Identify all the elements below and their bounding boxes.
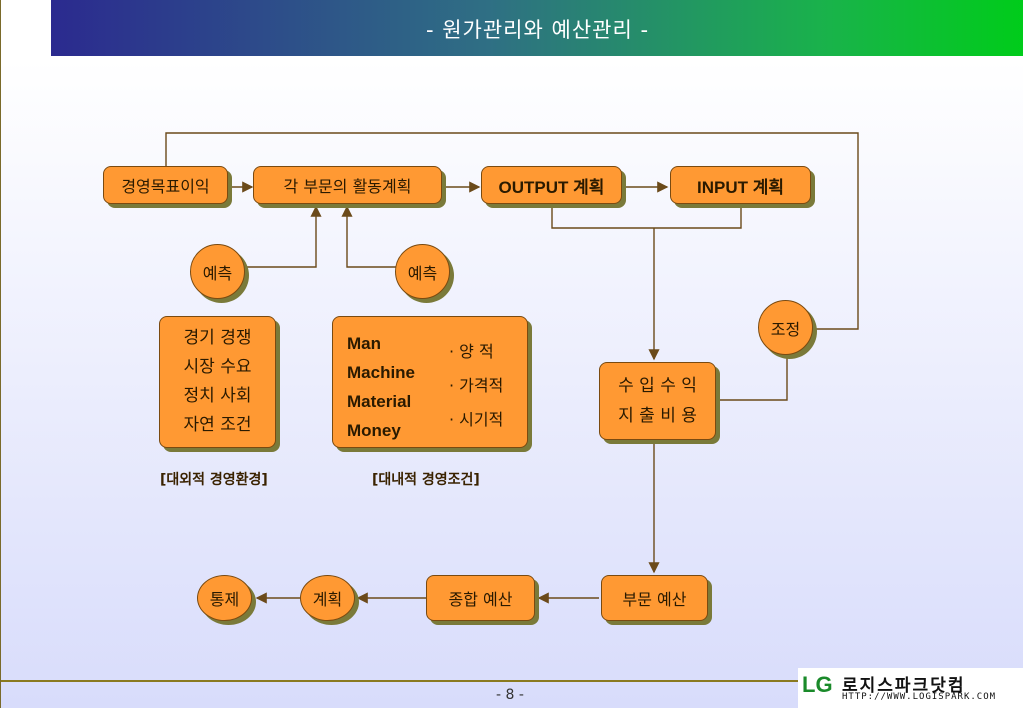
page-number: - 8 - xyxy=(496,687,524,703)
aspect-item: · 가격적 xyxy=(449,376,504,395)
slide-title: - 원가관리와 예산관리 - xyxy=(425,18,650,42)
goal-box: 경영목표이익 xyxy=(103,166,228,204)
resource-item: Man xyxy=(347,334,381,353)
external-factor: 시장 수요 xyxy=(183,357,252,377)
internal-resources-box: Man Machine Material Money · 양 적 · 가격적 ·… xyxy=(332,316,528,448)
activity-plan-box: 각 부문의 활동계획 xyxy=(253,166,442,204)
resource-item: Money xyxy=(347,421,401,440)
adjust-circle: 조정 xyxy=(758,300,813,355)
forecast-circle-1: 예측 xyxy=(190,244,245,299)
resource-list: Man Machine Material Money xyxy=(347,329,415,445)
revenue-cost-box: 수 입 수 익 지 출 비 용 xyxy=(599,362,716,440)
logo-mark: LG xyxy=(802,672,833,697)
logo-url: HTTP://WWW.LOGISPARK.COM xyxy=(842,692,997,702)
dept-budget-box: 부문 예산 xyxy=(601,575,708,621)
aspect-list: · 양 적 · 가격적 · 시기적 xyxy=(449,335,503,437)
aspect-item: · 양 적 xyxy=(449,342,494,361)
logo-name: 로지스파크닷컴 xyxy=(842,676,966,696)
plan-circle: 계획 xyxy=(300,575,355,621)
revenue-line: 수 입 수 익 xyxy=(618,376,697,396)
title-bar: - 원가관리와 예산관리 - xyxy=(51,0,1023,56)
resource-item: Material xyxy=(347,392,412,411)
aspect-item: · 시기적 xyxy=(449,410,504,429)
forecast-circle-2: 예측 xyxy=(395,244,450,299)
control-circle: 통제 xyxy=(197,575,252,621)
output-plan-box: OUTPUT 계획 xyxy=(481,166,622,204)
footer-line xyxy=(1,680,801,682)
caption-external: [대외적 경영환경] xyxy=(160,472,268,488)
cost-line: 지 출 비 용 xyxy=(618,406,697,426)
resource-item: Machine xyxy=(347,363,416,382)
caption-internal: [대내적 경영조건] xyxy=(372,472,480,488)
logo: LG 로지스파크닷컴 HTTP://WWW.LOGISPARK.COM xyxy=(798,668,1023,708)
external-factor: 자연 조건 xyxy=(183,415,252,435)
input-plan-box: INPUT 계획 xyxy=(670,166,811,204)
external-factors-box: 경기 경쟁 시장 수요 정치 사회 자연 조건 xyxy=(159,316,276,448)
external-factor: 정치 사회 xyxy=(183,386,252,406)
external-factor: 경기 경쟁 xyxy=(183,328,252,348)
total-budget-box: 종합 예산 xyxy=(426,575,535,621)
